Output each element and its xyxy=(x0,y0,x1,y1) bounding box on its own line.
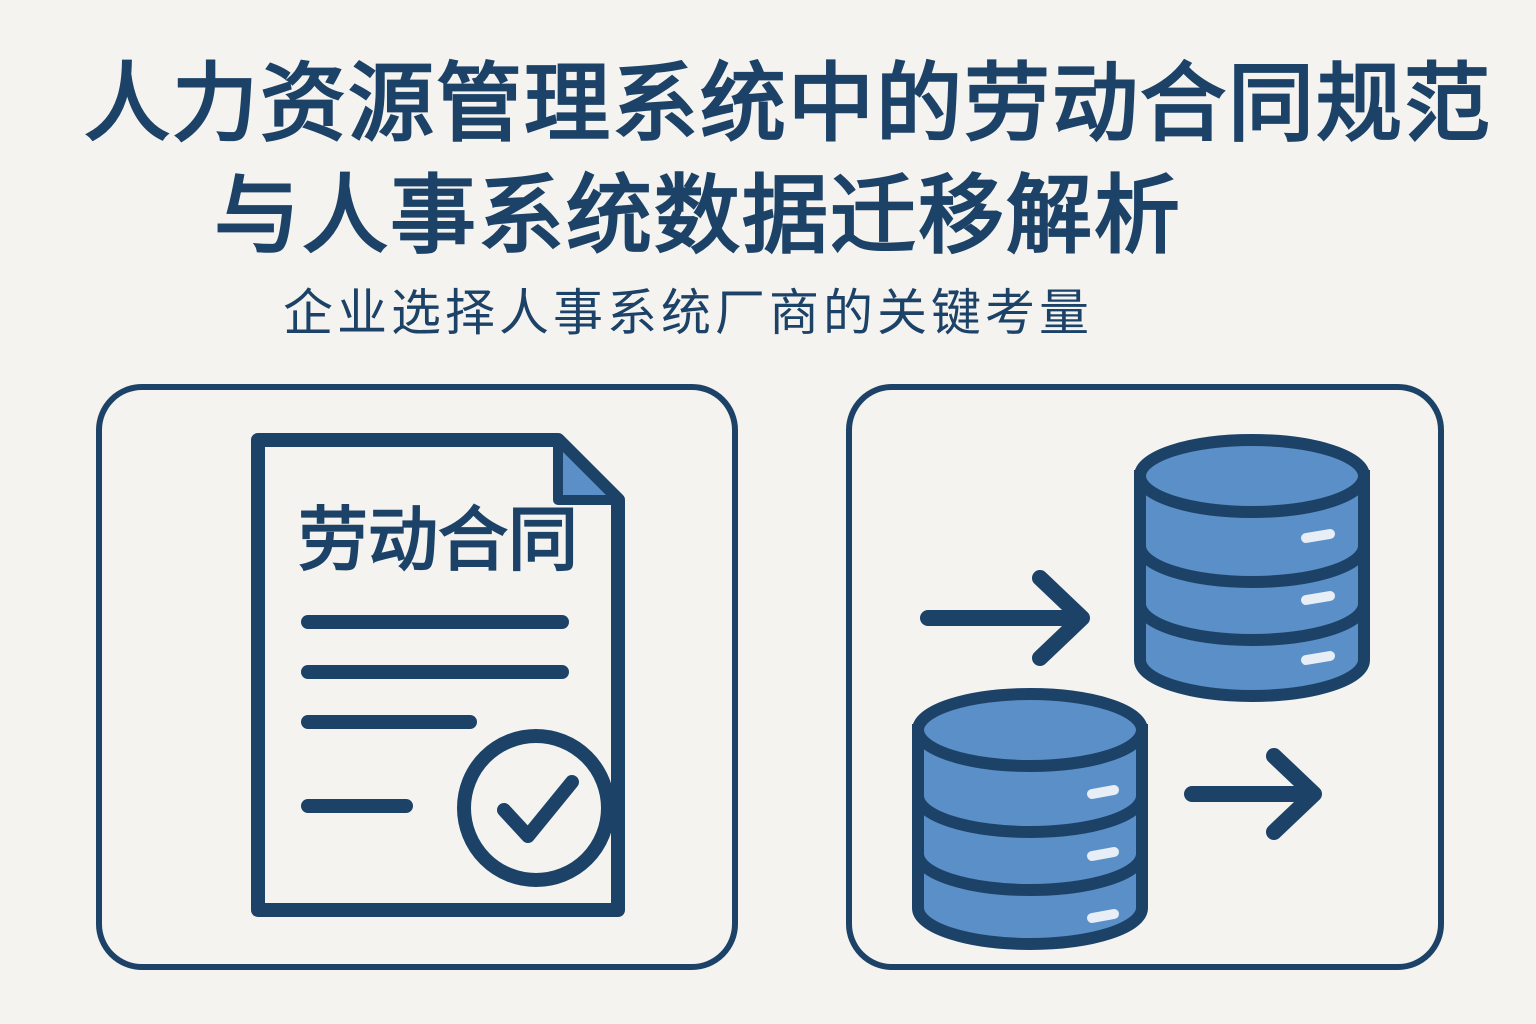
page-title-line-2: 与人事系统数据迁移解析 xyxy=(214,166,1182,266)
migration-panel xyxy=(846,384,1444,970)
page-title-line-1: 人力资源管理系统中的劳动合同规范 xyxy=(84,54,1492,154)
arrow-right-icon xyxy=(920,570,1090,666)
arrow-right-icon xyxy=(1184,748,1322,840)
check-circle-icon xyxy=(457,729,615,887)
database-icon xyxy=(1134,434,1370,702)
document-text-lines xyxy=(301,615,569,813)
page-subtitle: 企业选择人事系统厂商的关键考量 xyxy=(283,284,1093,342)
document-title: 劳动合同 xyxy=(298,499,578,581)
migration-illustration xyxy=(912,434,1370,950)
database-icon xyxy=(912,688,1148,950)
contract-illustration: 劳动合同 xyxy=(251,433,625,917)
contract-panel: 劳动合同 xyxy=(96,384,738,970)
